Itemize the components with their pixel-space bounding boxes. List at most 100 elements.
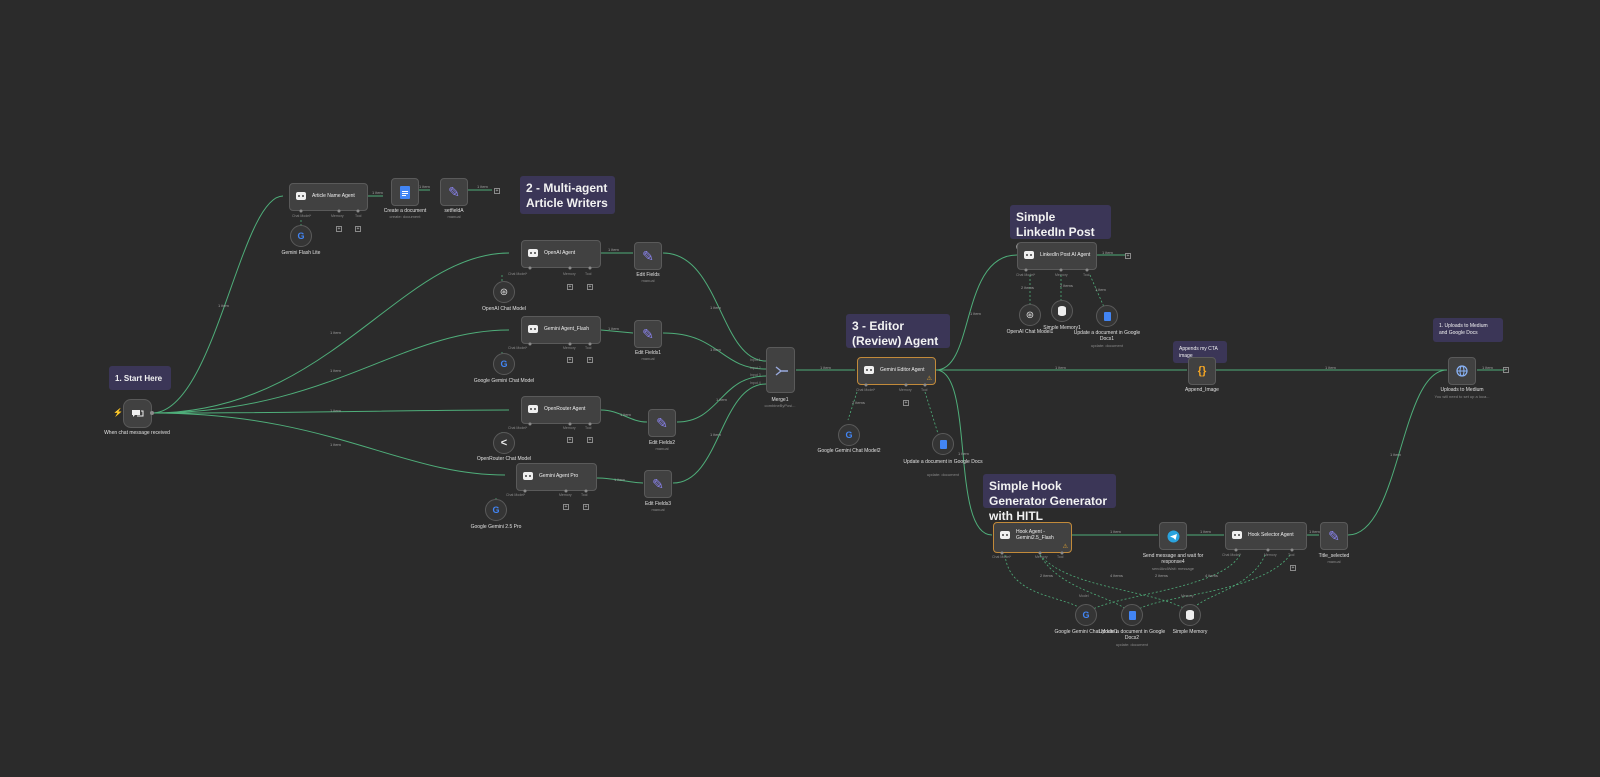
title-selected-node[interactable]: ✎: [1320, 522, 1348, 550]
edit-fields2-node[interactable]: ✎: [648, 409, 676, 437]
add-tool-button[interactable]: +: [1290, 565, 1296, 571]
node-subtitle: update: document: [926, 472, 960, 477]
update-doc2-node[interactable]: [1121, 604, 1143, 626]
edit-fields1-node[interactable]: ✎: [634, 320, 662, 348]
google-gemini-chat-model1-node[interactable]: G: [1075, 604, 1097, 626]
node-title: LinkedIn Post AI Agent: [1040, 252, 1091, 258]
edge-label: 1 item: [419, 184, 430, 189]
merge1-node[interactable]: [766, 347, 795, 393]
sticky-medium-upload[interactable]: 1. Uploads to Medium and Google Docs: [1433, 318, 1503, 342]
node-title: Hook Selector Agent: [1248, 532, 1294, 538]
simple-memory-node[interactable]: [1179, 604, 1201, 626]
add-memory-button[interactable]: +: [567, 284, 573, 290]
openrouter-chat-model-node[interactable]: <: [493, 432, 515, 454]
edge-trigger-gemini-pro: [151, 412, 506, 476]
edge-label: 1 item: [970, 311, 981, 316]
edge-label: 1 item: [608, 326, 619, 331]
add-memory-button[interactable]: +: [567, 357, 573, 363]
send-message-node[interactable]: [1159, 522, 1187, 550]
add-node-button[interactable]: +: [494, 188, 500, 194]
sticky-hook-generator[interactable]: Simple Hook Generator Generator with HIT…: [983, 474, 1116, 523]
openai-chat-model1-node[interactable]: ⊛: [1019, 304, 1041, 326]
port-label: Memory: [563, 272, 576, 276]
edge-label: 2 items: [1040, 573, 1053, 578]
warning-icon: ⚠: [1062, 544, 1068, 550]
add-tool-button[interactable]: +: [587, 284, 593, 290]
hook-agent-node[interactable]: Hook Agent - Gemini2.5_Flash ⚠: [993, 522, 1072, 553]
update-doc-node[interactable]: [932, 433, 954, 455]
add-tool-button[interactable]: +: [587, 357, 593, 363]
setfield-a-node[interactable]: ✎: [440, 178, 468, 206]
google-gemini-chat-model2-node[interactable]: G: [838, 424, 860, 446]
sticky-start-here[interactable]: 1. Start Here: [109, 366, 171, 390]
append-image-node[interactable]: {}: [1188, 357, 1216, 385]
add-tool-button[interactable]: +: [583, 504, 589, 510]
uploads-to-medium-node[interactable]: [1448, 357, 1476, 385]
linkedin-post-agent-node[interactable]: LinkedIn Post AI Agent: [1017, 242, 1097, 270]
add-memory-button[interactable]: +: [567, 437, 573, 443]
add-node-button[interactable]: +: [1503, 367, 1509, 373]
node-title: Gemini Editor Agent: [880, 367, 925, 373]
add-node-button[interactable]: +: [1125, 253, 1131, 259]
port-label: Memory: [899, 388, 912, 392]
edge-tool-editor: [924, 391, 941, 441]
port-label: Tool: [1083, 273, 1090, 277]
create-document-node[interactable]: [391, 178, 419, 206]
edit-fields3-node[interactable]: ✎: [644, 470, 672, 498]
node-title: Simple Memory1: [1043, 325, 1081, 331]
gemini-agent-pro-node[interactable]: Gemini Agent Pro: [516, 463, 597, 491]
edge-label: 1 item: [716, 397, 727, 402]
pencil-icon: ✎: [448, 183, 460, 200]
sticky-linkedin-generator[interactable]: Simple LinkedIn Post Generator: [1010, 205, 1111, 254]
add-tool-button[interactable]: +: [355, 226, 361, 232]
simple-memory1-node[interactable]: [1051, 300, 1073, 322]
sticky-multi-agent-writers[interactable]: 2 - Multi-agent Article Writers: [520, 176, 615, 214]
edge-pro-editfields3: [596, 477, 644, 484]
gemini-agent-flash-node[interactable]: Gemini Agent_Flash: [521, 316, 601, 344]
openai-agent-node[interactable]: OpenAI Agent: [521, 240, 601, 268]
edge-label: 1 item: [1390, 452, 1401, 457]
edge-label: 1 item: [710, 432, 721, 437]
edge-tool-linkedin: [1089, 274, 1105, 308]
node-subtitle: manual: [651, 507, 665, 512]
google-gemini-25-pro-node[interactable]: G: [485, 499, 507, 521]
edge-label: 1 item: [1200, 529, 1211, 534]
update-doc1-node[interactable]: [1096, 305, 1118, 327]
gemini-flash-lite-node[interactable]: G: [290, 225, 312, 247]
sticky-editor-agent[interactable]: 3 - Editor (Review) Agent: [846, 314, 950, 348]
node-title: Update a document in Google Docs1: [1073, 330, 1141, 342]
openai-chat-model-node[interactable]: ⊛: [493, 281, 515, 303]
node-title: Edit Fields3: [644, 501, 672, 507]
node-title: Google Gemini Chat Model1: [1054, 629, 1118, 635]
node-title: setfieldA: [444, 208, 464, 214]
gemini-editor-agent-node[interactable]: Gemini Editor Agent ⚠: [857, 357, 936, 385]
node-subtitle: manual: [641, 278, 655, 283]
article-name-agent-node[interactable]: Article Name Agent: [289, 183, 368, 211]
edge-model-hook: [1004, 554, 1086, 613]
port-label: Memory: [563, 426, 576, 430]
node-title: Edit Fields2: [648, 440, 676, 446]
node-title: Edit Fields1: [634, 350, 662, 356]
chat-trigger-node[interactable]: [123, 399, 152, 428]
port-label: Input 3: [750, 373, 761, 377]
add-memory-button[interactable]: +: [903, 400, 909, 406]
hook-selector-agent-node[interactable]: Hook Selector Agent: [1225, 522, 1307, 550]
edit-fields-node[interactable]: ✎: [634, 242, 662, 270]
add-memory-button[interactable]: +: [336, 226, 342, 232]
google-gemini-chat-model-node[interactable]: G: [493, 353, 515, 375]
node-title: Edit Fields: [636, 272, 660, 278]
add-memory-button[interactable]: +: [563, 504, 569, 510]
pencil-icon: ✎: [652, 475, 664, 492]
node-title: Append_Image: [1185, 387, 1219, 393]
node-title: Uploads to Medium: [1440, 387, 1484, 393]
edge-editor-linkedin: [935, 254, 1018, 371]
port-label: Chat Model*: [1222, 553, 1242, 557]
edge-label: 1 item: [1055, 365, 1066, 370]
port-label: Memory: [1264, 553, 1277, 557]
google-g-icon: G: [845, 430, 853, 440]
openrouter-agent-node[interactable]: OpenRouter Agent: [521, 396, 601, 424]
google-docs-icon: [939, 439, 947, 449]
add-tool-button[interactable]: +: [587, 437, 593, 443]
edge-label: 1 item: [1095, 287, 1106, 292]
